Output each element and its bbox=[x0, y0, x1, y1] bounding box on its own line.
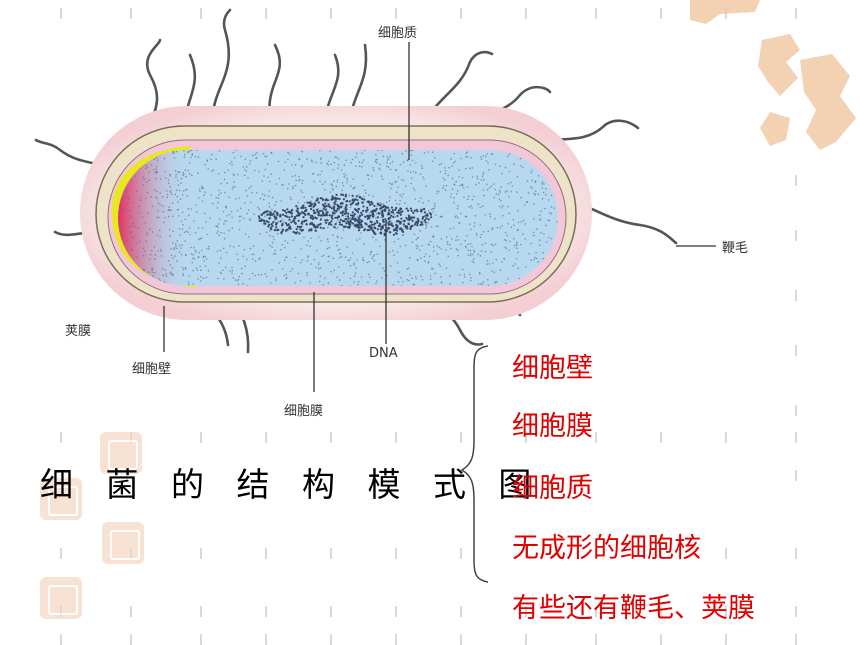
grid-tick bbox=[725, 634, 727, 645]
grid-tick bbox=[725, 432, 727, 443]
grid-tick bbox=[460, 548, 462, 559]
decorative-seal bbox=[102, 522, 144, 564]
grid-tick bbox=[60, 634, 62, 645]
label-cell-wall: 细胞壁 bbox=[132, 362, 172, 377]
grid-tick bbox=[330, 432, 332, 443]
grid-tick bbox=[200, 548, 202, 559]
grid-tick bbox=[60, 548, 62, 559]
grid-tick bbox=[200, 432, 202, 443]
grid-tick bbox=[525, 606, 527, 617]
label-capsule: 荚膜 bbox=[65, 324, 92, 339]
grid-tick bbox=[795, 432, 797, 443]
leader-lines bbox=[163, 42, 716, 392]
grid-tick bbox=[595, 432, 597, 443]
decorative-seal bbox=[100, 432, 142, 474]
grid-tick bbox=[795, 405, 797, 416]
label-dna: DNA bbox=[369, 346, 398, 361]
grid-tick bbox=[725, 606, 727, 617]
grid-tick bbox=[60, 432, 62, 443]
grid-tick bbox=[460, 8, 462, 19]
grid-tick bbox=[395, 634, 397, 645]
grid-tick bbox=[795, 8, 797, 19]
grid-tick bbox=[525, 634, 527, 645]
grid-tick bbox=[330, 8, 332, 19]
label-flagellum: 鞭毛 bbox=[722, 241, 749, 256]
grid-tick bbox=[525, 432, 527, 443]
grid-tick bbox=[60, 8, 62, 19]
grid-tick bbox=[265, 606, 267, 617]
structure-item-flagella-capsule: 有些还有鞭毛、荚膜 bbox=[512, 593, 755, 624]
structure-item-cell-membrane: 细胞膜 bbox=[512, 411, 593, 442]
grid-tick bbox=[595, 606, 597, 617]
grid-tick bbox=[795, 175, 797, 186]
grid-tick bbox=[460, 432, 462, 443]
list-brace bbox=[460, 345, 489, 583]
grid-tick bbox=[200, 606, 202, 617]
grid-tick bbox=[795, 290, 797, 301]
structure-item-cytoplasm: 细胞质 bbox=[512, 473, 593, 504]
grid-tick bbox=[795, 470, 797, 481]
grid-tick bbox=[330, 548, 332, 559]
grid-tick bbox=[595, 634, 597, 645]
grid-tick bbox=[660, 606, 662, 617]
grid-tick bbox=[130, 8, 132, 19]
grid-tick bbox=[660, 432, 662, 443]
grid-tick bbox=[395, 606, 397, 617]
decorative-seal bbox=[40, 577, 82, 619]
grid-tick bbox=[130, 606, 132, 617]
grid-tick bbox=[660, 8, 662, 19]
grid-tick bbox=[330, 634, 332, 645]
grid-tick bbox=[265, 8, 267, 19]
grid-tick bbox=[660, 548, 662, 559]
structure-item-cell-wall: 细胞壁 bbox=[512, 353, 593, 384]
grid-tick bbox=[395, 548, 397, 559]
grid-tick bbox=[795, 634, 797, 645]
label-cell-membrane: 细胞膜 bbox=[284, 404, 324, 419]
grid-tick bbox=[265, 432, 267, 443]
structure-item-nucleoid: 无成形的细胞核 bbox=[512, 533, 701, 564]
grid-tick bbox=[595, 548, 597, 559]
grid-tick bbox=[525, 548, 527, 559]
decorative-seal bbox=[40, 478, 82, 520]
grid-tick bbox=[795, 230, 797, 241]
label-cytoplasm: 细胞质 bbox=[378, 26, 418, 41]
grid-tick bbox=[795, 548, 797, 559]
grid-tick bbox=[795, 606, 797, 617]
dna-nucleoid bbox=[257, 193, 433, 237]
grid-tick bbox=[130, 634, 132, 645]
grid-tick bbox=[395, 8, 397, 19]
grid-tick bbox=[595, 8, 597, 19]
grid-tick bbox=[265, 548, 267, 559]
grid-tick bbox=[395, 432, 397, 443]
grid-tick bbox=[460, 606, 462, 617]
diagram-title: 细 菌 的 结 构 模 式 图 bbox=[40, 465, 543, 504]
grid-tick bbox=[200, 634, 202, 645]
grid-tick bbox=[660, 634, 662, 645]
grid-tick bbox=[330, 606, 332, 617]
grid-tick bbox=[795, 345, 797, 356]
grid-tick bbox=[200, 8, 202, 19]
grid-tick bbox=[725, 548, 727, 559]
grid-tick bbox=[460, 634, 462, 645]
grid-tick bbox=[525, 8, 527, 19]
grid-tick bbox=[265, 634, 267, 645]
